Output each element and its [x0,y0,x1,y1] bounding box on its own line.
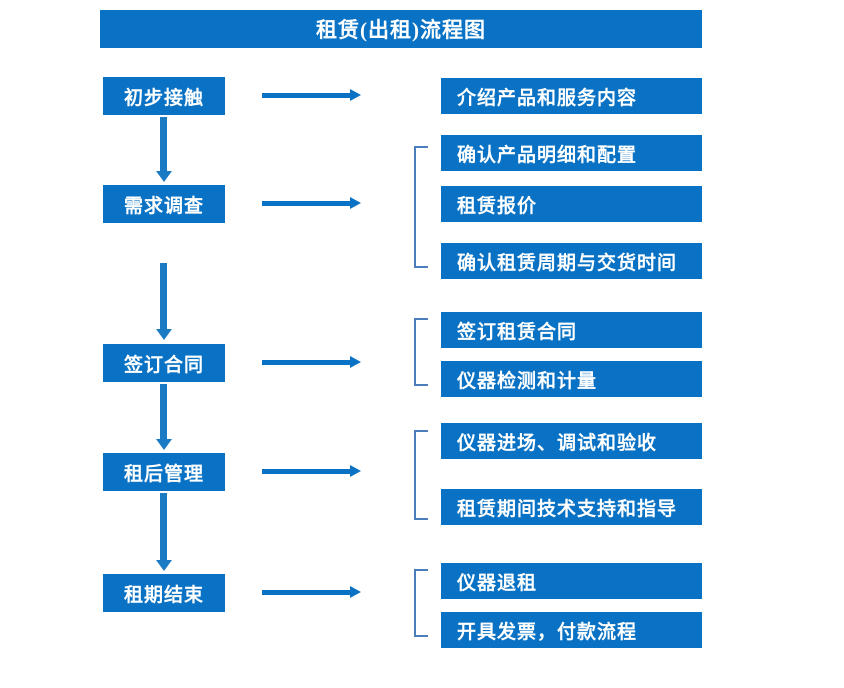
stage-box-1[interactable]: 初步接触 [103,77,225,115]
detail-box-9[interactable]: 仪器退租 [441,563,702,599]
group-bracket-1 [414,146,428,268]
detail-box-4[interactable]: 确认租赁周期与交货时间 [441,243,702,279]
group-bracket-4 [414,569,428,637]
detail-box-5[interactable]: 签订租赁合同 [441,312,702,348]
vertical-arrow-2 [153,263,175,341]
vertical-arrow-4 [153,493,175,572]
group-bracket-3 [414,430,428,520]
stage-box-3[interactable]: 签订合同 [103,344,225,382]
detail-box-10[interactable]: 开具发票，付款流程 [441,612,702,648]
detail-box-2[interactable]: 确认产品明细和配置 [441,135,702,171]
detail-box-7[interactable]: 仪器进场、调试和验收 [441,423,702,459]
detail-box-6[interactable]: 仪器检测和计量 [441,361,702,397]
flow-arrow-1 [262,87,361,105]
stage-box-4[interactable]: 租后管理 [103,453,225,491]
detail-box-8[interactable]: 租赁期间技术支持和指导 [441,489,702,525]
stage-box-5[interactable]: 租期结束 [103,574,225,612]
flow-arrow-5 [262,584,361,602]
detail-box-1[interactable]: 介绍产品和服务内容 [441,78,702,114]
flow-arrow-3 [262,354,361,372]
vertical-arrow-3 [153,384,175,451]
chart-title-bar: 租赁(出租)流程图 [100,10,702,48]
stage-box-2[interactable]: 需求调查 [103,185,225,223]
vertical-arrow-1 [153,117,175,183]
group-bracket-2 [414,318,428,386]
detail-box-3[interactable]: 租赁报价 [441,186,702,222]
flow-arrow-2 [262,195,361,213]
flow-arrow-4 [262,463,361,481]
